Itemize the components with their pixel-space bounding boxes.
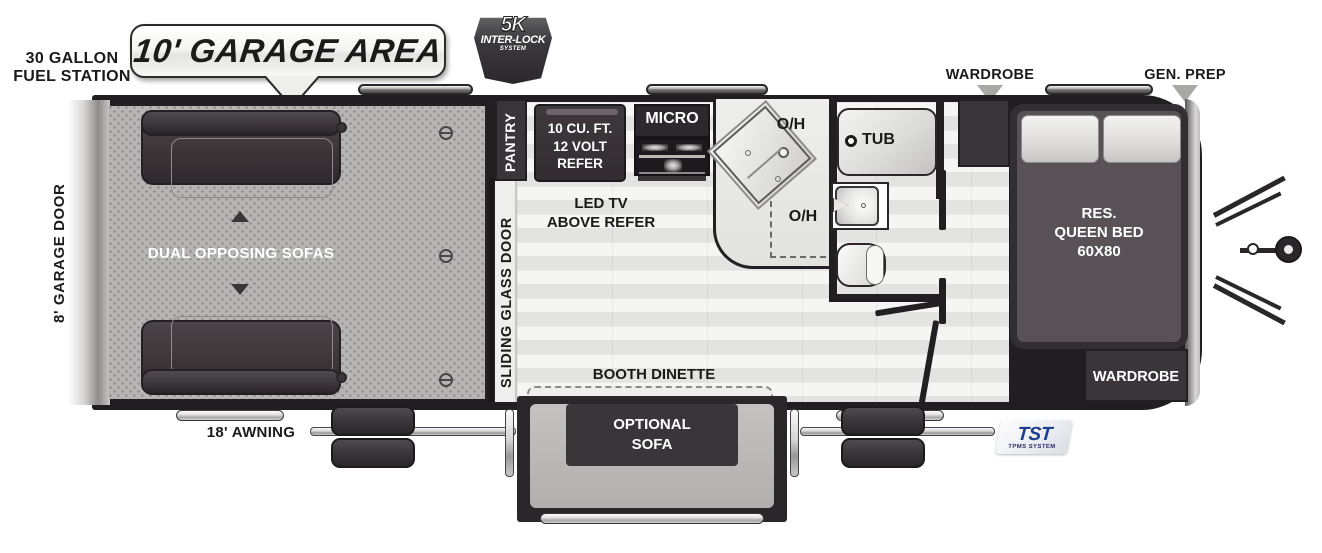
sink-faucet-icon <box>778 147 789 158</box>
label-dual-opposing-sofas: DUAL OPPOSING SOFAS <box>147 245 335 262</box>
label-optional-sofa: OPTIONAL SOFA <box>613 416 691 453</box>
tiedown-bolt-icon <box>439 126 453 140</box>
tiedown-bolt-icon <box>439 249 453 263</box>
oven-knob-icon <box>664 159 682 172</box>
sink-drain-icon <box>775 176 781 182</box>
oven-bar-icon <box>639 172 705 174</box>
sofa-upper-seat <box>171 138 333 198</box>
label-queen-bed: RES. QUEEN BED 60X80 <box>1054 205 1144 260</box>
optional-sofa-back <box>566 404 738 466</box>
roof-vent-garage <box>358 84 473 95</box>
label-oh-top: O/H <box>776 116 806 133</box>
bathroom-wall-bottom <box>829 294 944 302</box>
wheel-rear-left <box>331 438 415 468</box>
sofa-lower-seat <box>171 316 333 376</box>
trailer-nose-skin <box>1185 99 1200 406</box>
pantry-cabinet <box>495 99 527 181</box>
label-tub: TUB <box>862 131 895 148</box>
stove-range <box>634 138 710 176</box>
slide-rail-right <box>790 409 799 477</box>
queen-bed <box>1010 104 1188 349</box>
tub-drain-icon <box>845 135 857 147</box>
wardrobe-rear <box>1084 349 1188 402</box>
pillow-left <box>1021 115 1099 163</box>
hitch-jack-icon <box>1247 243 1259 255</box>
refrigerator-handle-icon <box>546 109 618 115</box>
window-garage-bottom <box>176 410 284 421</box>
bathroom-door-jamb <box>939 170 946 230</box>
toilet-lid-icon <box>866 245 884 285</box>
slide-rail-left <box>505 409 514 477</box>
label-pantry: PANTRY <box>502 112 518 172</box>
label-sliding-glass-door: SLIDING GLASS DOOR <box>499 217 515 388</box>
callout-garage-area-label: 10' GARAGE AREA <box>132 32 445 69</box>
wheel-front-left <box>331 406 415 436</box>
window-kitchen <box>646 84 768 95</box>
callout-awning: 18' AWNING <box>206 424 296 441</box>
oh-cabinet-dashed-outline <box>770 150 826 258</box>
sofa-upper-armcap-icon <box>336 122 347 133</box>
wheel-rear-right <box>841 438 925 468</box>
sofa-arrow-down-icon <box>231 284 249 295</box>
hitch-crossbar <box>1240 248 1284 253</box>
callout-garage-area: 10' GARAGE AREA <box>130 24 446 106</box>
interlock-badge: 5K INTER-LOCK SYSTEM <box>474 12 552 84</box>
callout-fuel-station: 30 GALLON FUEL STATION <box>13 50 131 85</box>
pillow-right <box>1103 115 1181 163</box>
label-booth-dinette: BOOTH DINETTE <box>592 366 716 383</box>
tst-name: TST <box>1016 423 1053 445</box>
bathroom-wall-right <box>936 99 944 199</box>
sliding-glass-door-panel <box>495 178 517 402</box>
wheel-front-right <box>841 406 925 436</box>
microwave <box>634 104 710 138</box>
tst-subtitle: TPMS SYSTEM <box>1008 443 1057 450</box>
callout-gen-prep: GEN. PREP <box>1144 67 1226 83</box>
label-oh-bottom: O/H <box>788 208 818 225</box>
wardrobe-front <box>958 99 1010 167</box>
sliding-glass-door-track <box>489 178 494 402</box>
burner-icon <box>642 144 668 151</box>
sink-drain-icon <box>745 150 751 156</box>
interlock-top-label: 5K <box>500 13 527 36</box>
window-optional-sofa <box>540 513 764 524</box>
refrigerator <box>534 104 626 182</box>
tst-badge: TST TPMS SYSTEM <box>995 420 1073 454</box>
label-led-tv: LED TV ABOVE REFER <box>546 195 656 231</box>
window-bedroom <box>1045 84 1153 95</box>
label-micro: MICRO <box>645 110 699 127</box>
oven-bar-icon <box>639 155 705 158</box>
interlock-shield-icon <box>474 17 552 84</box>
label-wardrobe-rear: WARDROBE <box>1092 369 1180 385</box>
sofa-arrow-up-icon <box>231 211 249 222</box>
burner-icon <box>676 144 702 151</box>
callout-gen-prep-pointer <box>1172 85 1198 102</box>
stove-feet-icon <box>638 176 706 181</box>
hitch-coupler <box>1275 236 1302 263</box>
callout-wardrobe-top: WARDROBE <box>945 67 1035 83</box>
tiedown-bolt-icon <box>439 373 453 387</box>
interlock-middle-label: INTER-LOCK <box>480 33 546 46</box>
sofa-lower-armcap-icon <box>336 372 347 383</box>
hitch-coupler-center-icon <box>1284 245 1293 254</box>
garage-door-ramp <box>68 100 110 405</box>
sofa-lower-back <box>141 369 341 395</box>
interlock-bottom-label: SYSTEM <box>499 46 527 53</box>
vanity-drain-icon <box>861 203 866 208</box>
sofa-upper-back <box>141 110 341 136</box>
label-refer: 10 CU. FT. 12 VOLT REFER <box>547 121 613 172</box>
callout-garage-door: 8' GARAGE DOOR <box>51 183 68 323</box>
